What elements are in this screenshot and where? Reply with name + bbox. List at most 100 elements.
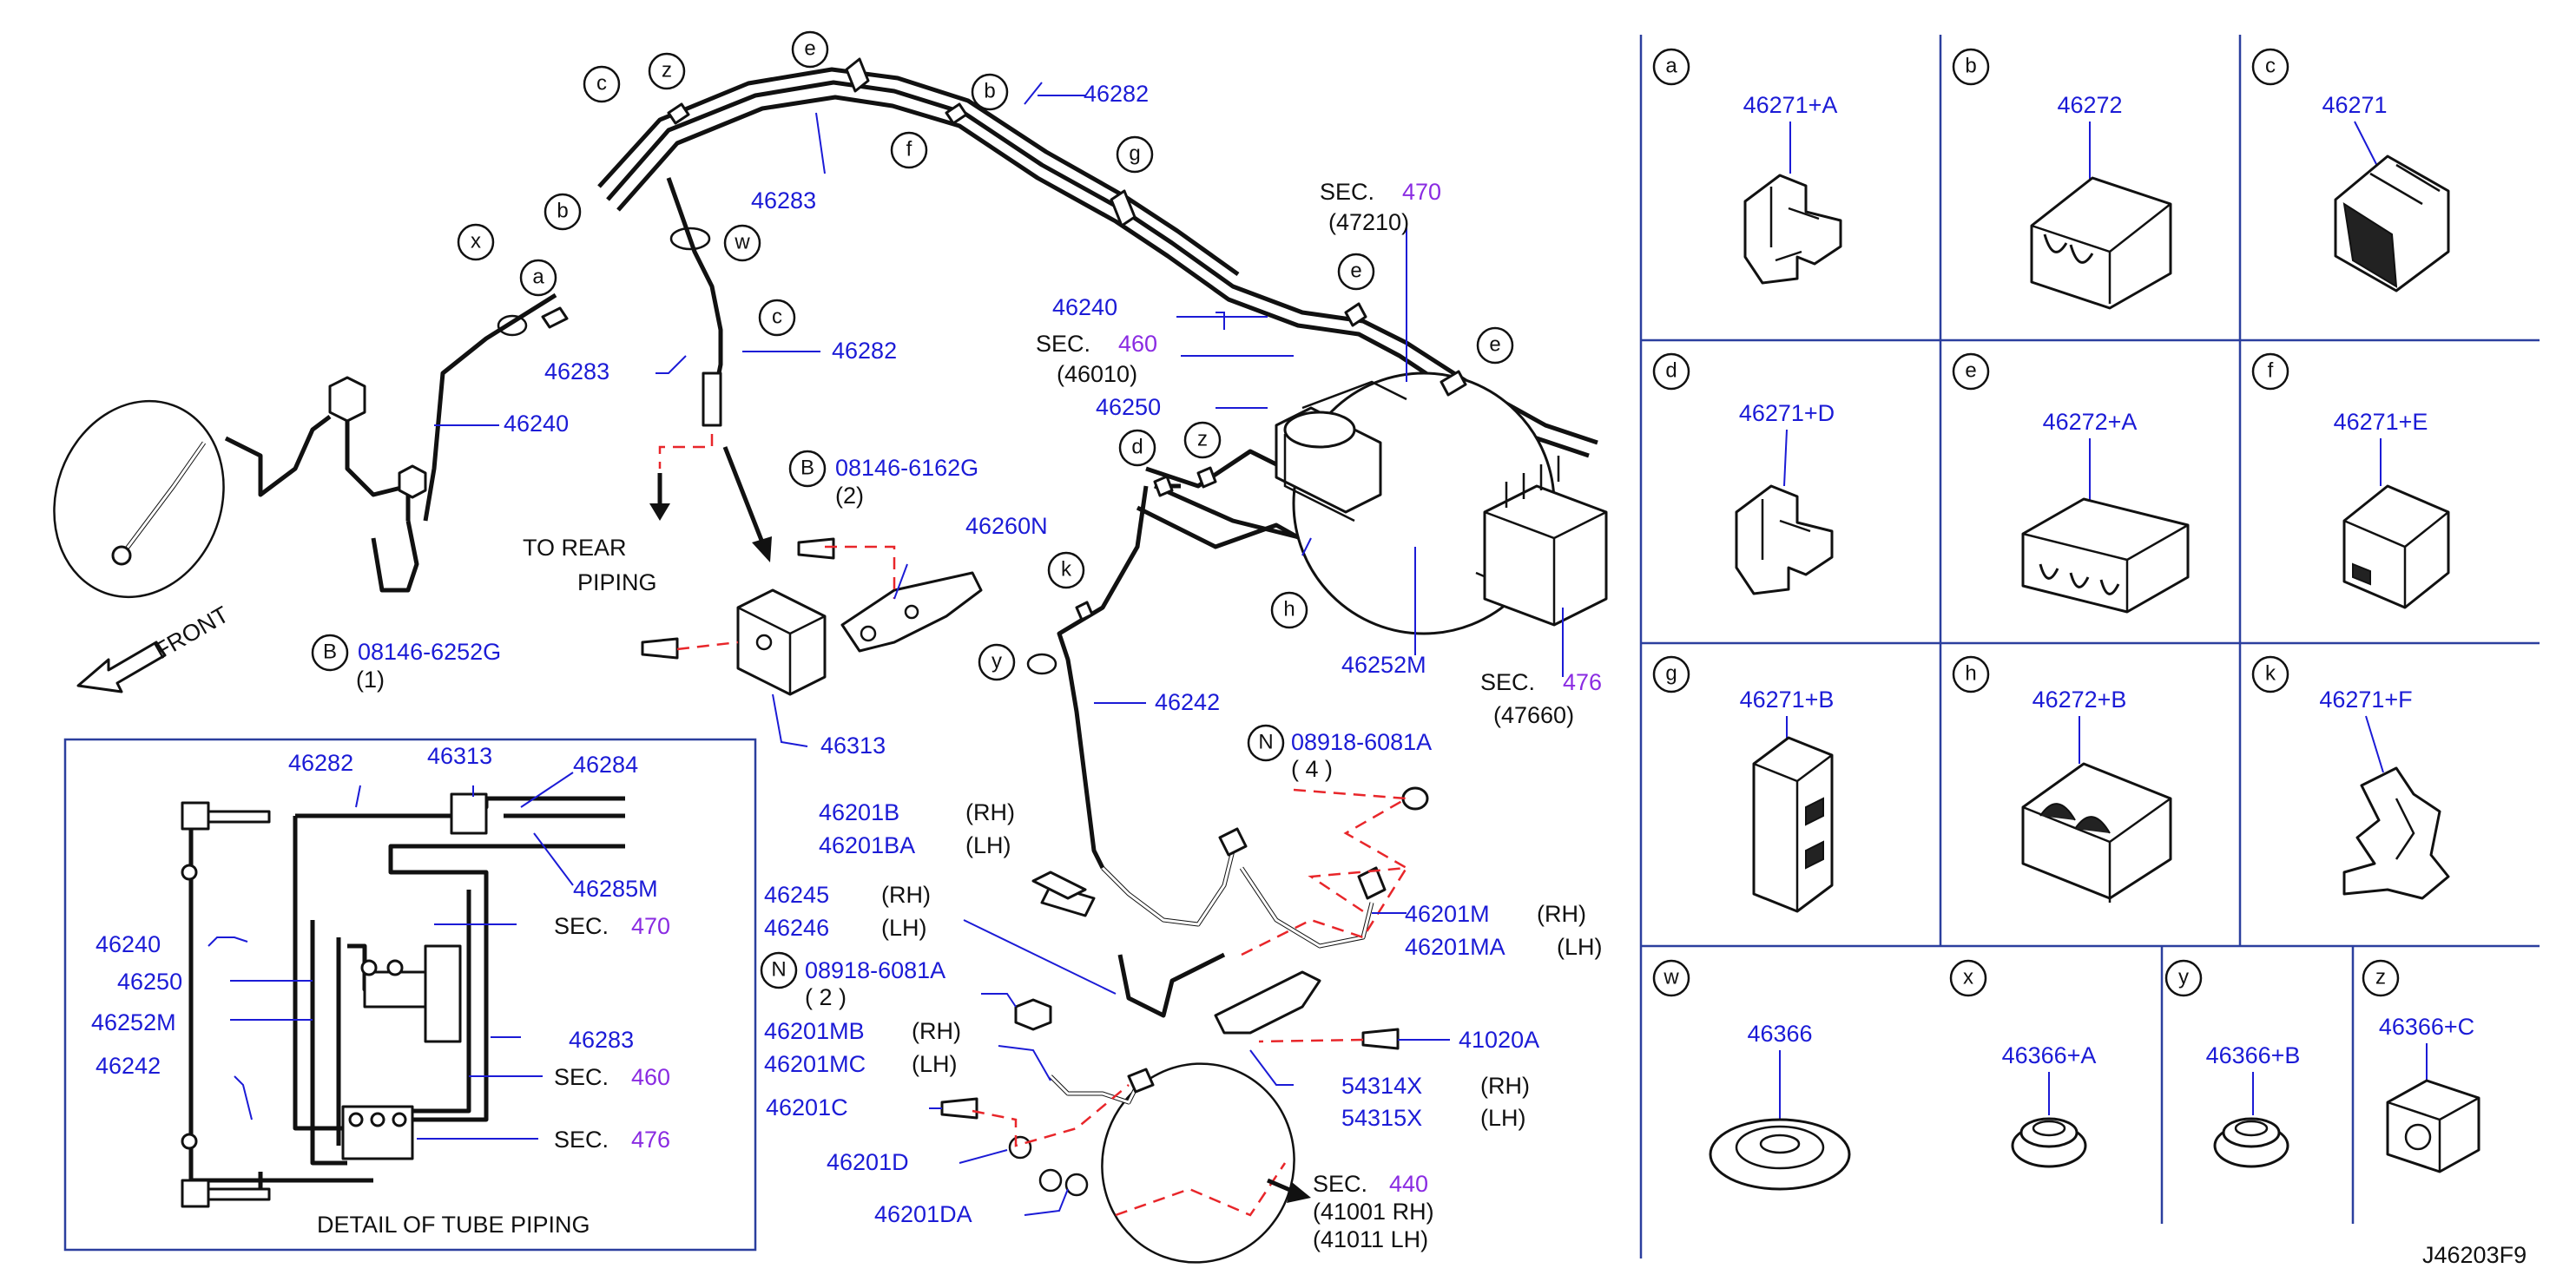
detail-label-46282: 46282 (288, 750, 353, 776)
grid-letter-circle-c (2251, 48, 2289, 86)
detail-sec-470: 470 (631, 913, 670, 939)
callout-b: b (984, 79, 995, 102)
grid-letter-b: b (1965, 54, 1976, 77)
callout-b: b (557, 199, 568, 222)
label-46313: 46313 (820, 733, 886, 759)
rh-46201M: (RH) (1537, 901, 1586, 927)
detail-caption: DETAIL OF TUBE PIPING (317, 1212, 590, 1238)
label-46201BA: 46201BA (819, 832, 915, 858)
detail-label-46240: 46240 (96, 931, 161, 957)
grid-letter-circle-g (1652, 655, 1690, 693)
grid-letter-circle-w (1652, 959, 1690, 997)
grid-part-z: 46366+C (2379, 1014, 2474, 1040)
sec-460-number: 460 (1118, 331, 1157, 357)
grid-letter-circle-h (1952, 655, 1990, 693)
label-46250: 46250 (1096, 394, 1161, 420)
callout-d: d (1131, 435, 1143, 458)
sec-476-sub: (47660) (1493, 702, 1574, 728)
grid-part-x: 46366+A (2002, 1042, 2097, 1068)
callout-c: c (596, 71, 607, 95)
callout-k: k (1061, 557, 1072, 581)
grid-letter-e: e (1965, 358, 1976, 382)
grid-letter-h: h (1965, 661, 1976, 685)
callouts: c z e b f g b x w a c e e d z k y h B B … (311, 30, 1514, 989)
grid-leader-line (2365, 715, 2384, 773)
callout-z: z (662, 58, 672, 82)
rh-46201B: (RH) (965, 799, 1015, 825)
grid-part-a: 46271+A (1743, 92, 1838, 118)
lh-46201MC: (LH) (912, 1051, 958, 1077)
label-46252M: 46252M (1341, 652, 1426, 678)
grid-part-c: 46271 (2322, 92, 2387, 118)
sec-460-prefix: SEC. (1036, 331, 1090, 357)
rh-54314X: (RH) (1480, 1073, 1530, 1099)
label-46260N: 46260N (965, 513, 1048, 539)
clip-drawing-k (2342, 766, 2450, 900)
main-labels: 46282 46283 46283 46282 46240 46240 TO R… (150, 81, 1603, 1252)
lh-54315X: (LH) (1480, 1105, 1526, 1131)
qty-4: ( 4 ) (1291, 756, 1333, 782)
callout-h: h (1283, 597, 1295, 621)
label-08918-6081A: 08918-6081A (805, 957, 945, 983)
callout-N: N (1258, 730, 1273, 753)
front-hose (53, 376, 427, 599)
front-label: FRONT (150, 601, 234, 664)
label-08146-6162G: 08146-6162G (835, 455, 978, 481)
sec-470-number: 470 (1402, 179, 1441, 205)
clip-drawing-f (2342, 484, 2450, 609)
label-46245: 46245 (764, 882, 829, 908)
clip-drawing-y (2213, 1117, 2289, 1168)
detail-box: 46282 46313 46284 46285M 46240 46250 462… (63, 738, 757, 1252)
label-46246: 46246 (764, 915, 829, 941)
label-54315X: 54315X (1341, 1105, 1422, 1131)
grid-letter-k: k (2265, 661, 2276, 685)
grid-leader-line (1783, 429, 1788, 487)
grid-part-d: 46271+D (1739, 400, 1835, 426)
grid-part-f: 46271+E (2334, 409, 2428, 435)
clip-cells: a46271+Ab46272c46271d46271+De46272+Af462… (1652, 48, 2474, 1128)
grid-letter-circle-z (2362, 959, 2400, 997)
clip-drawing-a (1743, 174, 1842, 285)
label-08918-6081A: 08918-6081A (1291, 729, 1432, 755)
label-46201D: 46201D (827, 1149, 909, 1175)
grid-leader-line (2354, 121, 2380, 170)
clip-parts-grid (1639, 35, 2540, 1258)
detail-label-46250: 46250 (117, 969, 182, 995)
grid-letter-y: y (2178, 965, 2189, 989)
qty-1: (1) (356, 667, 385, 693)
callout-z: z (1197, 427, 1208, 450)
detail-label-46285M: 46285M (573, 876, 658, 902)
grid-part-k: 46271+F (2319, 687, 2412, 713)
grid-letter-circle-b (1952, 48, 1990, 86)
clip-drawing-x (2011, 1117, 2087, 1168)
label-46201C: 46201C (766, 1094, 848, 1120)
clip-drawing-e (2021, 497, 2190, 614)
grid-letter-g: g (1665, 661, 1677, 685)
label-46283: 46283 (751, 187, 816, 214)
sec-470-prefix: SEC. (1320, 179, 1374, 205)
lh-46201BA: (LH) (965, 832, 1011, 858)
clip-drawing-z (2386, 1079, 2480, 1173)
junction-block (641, 371, 983, 696)
label-46240: 46240 (504, 411, 569, 437)
grid-letter-z: z (2375, 965, 2386, 989)
label-46240: 46240 (1052, 294, 1117, 320)
callout-g: g (1129, 141, 1140, 165)
sec-476-number: 476 (1563, 669, 1602, 695)
callout-x: x (471, 229, 481, 253)
clip-drawing-d (1735, 484, 1834, 595)
callout-y: y (992, 649, 1002, 673)
grid-letter-circle-e (1952, 352, 1990, 391)
diagram-id: J46203F9 (2422, 1242, 2527, 1268)
label-46242: 46242 (1155, 689, 1220, 715)
rear-piping-label: PIPING (577, 569, 657, 595)
label-46282: 46282 (1084, 81, 1149, 107)
callout-f: f (906, 137, 912, 161)
grid-letter-x: x (1963, 965, 1973, 989)
sec-440-sub1: (41001 RH) (1313, 1199, 1434, 1225)
label-46201MC: 46201MC (764, 1051, 866, 1077)
detail-sec-470-prefix: SEC. (554, 913, 609, 939)
grid-letter-w: w (1663, 965, 1679, 989)
clip-drawing-b (2030, 176, 2172, 310)
